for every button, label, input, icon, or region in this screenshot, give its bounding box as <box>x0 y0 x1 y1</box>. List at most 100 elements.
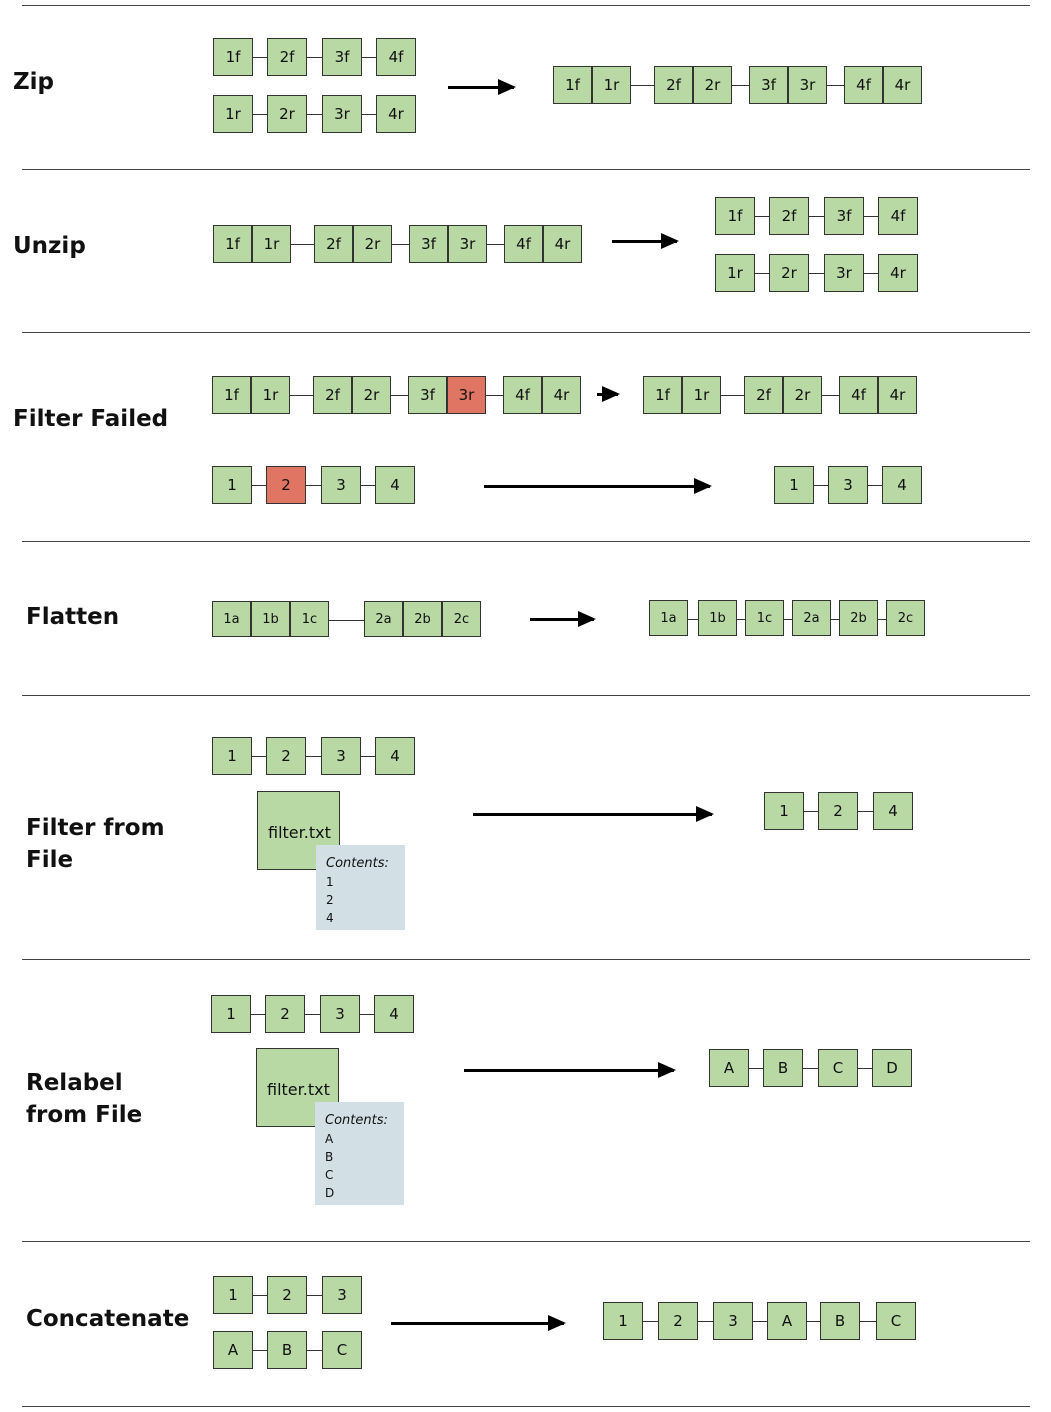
node-box: 1c <box>745 600 784 636</box>
group-cell: 2c <box>442 601 481 637</box>
pair-cell: 4r <box>542 376 581 414</box>
connector-line <box>486 395 503 396</box>
node-box: 1 <box>211 995 251 1033</box>
divider <box>22 5 1030 6</box>
node-box: 1b <box>698 600 737 636</box>
contents-label: Contents: <box>325 1113 388 1128</box>
node-box: 4f <box>878 197 918 235</box>
transform-arrow <box>484 478 712 494</box>
connector-line <box>643 1321 658 1322</box>
connector-line <box>253 57 267 58</box>
node-box: 4 <box>375 737 415 775</box>
connector-line <box>804 811 818 812</box>
pair-cell: 2r <box>352 376 391 414</box>
contents-line: 2 <box>326 893 334 907</box>
contents-line: B <box>325 1150 334 1164</box>
contents-line: A <box>325 1132 334 1146</box>
node-box: 1f <box>213 38 253 76</box>
connector-line <box>858 1068 872 1069</box>
node-box: B <box>763 1049 803 1087</box>
file-box: filter.txt <box>257 791 340 870</box>
divider <box>22 695 1030 696</box>
divider <box>22 332 1030 333</box>
connector-line <box>737 619 745 620</box>
transform-arrow <box>597 386 620 402</box>
connector-line <box>822 395 839 396</box>
node-box: 3r <box>322 95 362 133</box>
node-box: 3 <box>713 1302 753 1340</box>
group-cell: 1c <box>290 601 329 637</box>
node-box: 2 <box>265 995 305 1033</box>
node-box: 2r <box>769 254 809 292</box>
node-box: 4 <box>375 466 415 504</box>
node-box: 1 <box>603 1302 643 1340</box>
node-box: 1 <box>212 737 252 775</box>
section-title-unzip: Unzip <box>13 233 86 259</box>
pair-cell: 1r <box>592 66 631 104</box>
connector-line <box>307 1295 322 1296</box>
node-box: C <box>818 1049 858 1087</box>
node-box: 1r <box>213 95 253 133</box>
connector-line <box>253 114 267 115</box>
connector-line <box>858 811 873 812</box>
divider <box>22 1241 1030 1242</box>
connector-line <box>827 85 844 86</box>
node-box: 2 <box>266 737 306 775</box>
pair-cell: 1r <box>682 376 721 414</box>
section-title-filter-from-file: Filter from File <box>26 815 165 873</box>
connector-line <box>307 57 322 58</box>
transform-arrow <box>464 1062 676 1078</box>
group-cell: 2b <box>403 601 442 637</box>
pair-cell: 1f <box>212 376 251 414</box>
contents-line: 1 <box>326 875 334 889</box>
node-box: 3 <box>321 466 361 504</box>
node-box: 4r <box>376 95 416 133</box>
connector-line <box>251 1014 265 1015</box>
connector-line <box>749 1068 763 1069</box>
connector-line <box>291 244 314 245</box>
connector-line <box>809 273 824 274</box>
group-cell: 1b <box>251 601 290 637</box>
node-box: 3r <box>824 254 864 292</box>
divider <box>22 169 1030 170</box>
pair-cell: 2r <box>693 66 732 104</box>
connector-line <box>252 485 266 486</box>
node-box: A <box>213 1331 253 1369</box>
divider <box>22 541 1030 542</box>
connector-line <box>784 619 792 620</box>
node-box: 2 <box>267 1276 307 1314</box>
failed-pair-cell: 3r <box>447 376 486 414</box>
node-box: 4 <box>882 466 922 504</box>
node-box: 3 <box>322 1276 362 1314</box>
node-box: 2c <box>886 600 925 636</box>
pair-cell: 2f <box>654 66 693 104</box>
section-title-zip: Zip <box>13 69 55 95</box>
connector-line <box>290 395 313 396</box>
connector-line <box>721 395 744 396</box>
connector-line <box>803 1068 818 1069</box>
node-box: 2b <box>839 600 878 636</box>
node-box: 3f <box>824 197 864 235</box>
connector-line <box>755 273 769 274</box>
node-box: 1a <box>649 600 688 636</box>
node-box: 1 <box>774 466 814 504</box>
node-box: 4f <box>376 38 416 76</box>
node-box: 4 <box>873 792 913 830</box>
connector-line <box>864 273 878 274</box>
node-box: 1 <box>212 466 252 504</box>
node-box: 3 <box>320 995 360 1033</box>
node-box: 3 <box>828 466 868 504</box>
node-box: 1 <box>213 1276 253 1314</box>
group-cell: 1a <box>212 601 251 637</box>
failed-node-box: 2 <box>266 466 306 504</box>
pair-cell: 2r <box>783 376 822 414</box>
section-title-filter-failed: Filter Failed <box>13 406 169 432</box>
contents-label: Contents: <box>326 856 389 871</box>
connector-line <box>864 216 878 217</box>
connector-line <box>732 85 749 86</box>
group-cell: 2a <box>364 601 403 637</box>
connector-line <box>814 485 828 486</box>
node-box: 2r <box>267 95 307 133</box>
node-box: C <box>876 1302 916 1340</box>
